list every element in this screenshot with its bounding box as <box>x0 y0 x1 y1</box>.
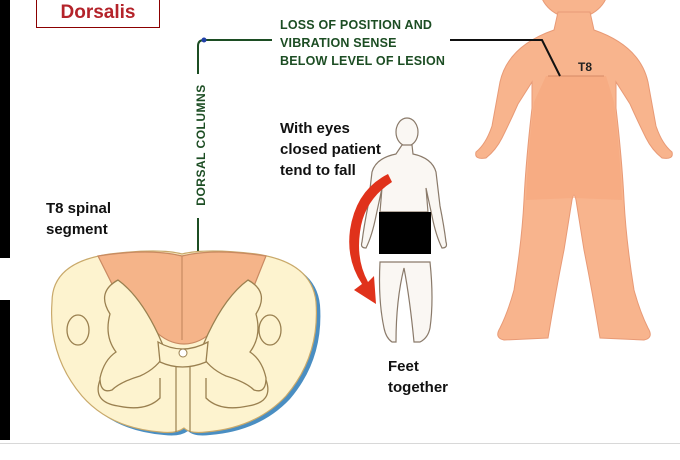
ventral-horn-left-outline <box>97 378 161 409</box>
level-label: T8 <box>578 60 593 74</box>
curved-fall-arrow <box>349 174 392 304</box>
gray-matter-left <box>99 279 167 392</box>
dorsal-column-leader-line <box>197 39 272 74</box>
page-title: Dorsalis <box>36 0 160 28</box>
lesion-line-1: LOSS OF POSITION AND <box>280 18 433 32</box>
feet-line-2: together <box>388 379 448 396</box>
body-lower-region <box>526 75 622 200</box>
fall-description: With eyes closed patient tend to fall <box>280 118 381 181</box>
segment-label-line-2: segment <box>46 221 108 238</box>
left-edge-bar-bottom <box>0 300 10 440</box>
lateral-tract-left <box>66 314 90 346</box>
bottom-divider <box>0 443 680 444</box>
segment-label: T8 spinal segment <box>46 198 111 240</box>
lesion-line-3: BELOW LEVEL OF LESION <box>280 54 446 68</box>
feet-line-1: Feet <box>388 358 419 375</box>
gray-matter-right <box>199 279 267 392</box>
ventral-horn-right-outline <box>205 378 269 409</box>
lateral-tract-right <box>258 314 282 346</box>
lesion-leader-line <box>450 39 561 77</box>
central-canal <box>178 348 188 358</box>
ventral-fissure <box>175 366 191 432</box>
fall-line-2: closed patient <box>280 141 381 158</box>
fall-line-1: With eyes <box>280 120 350 137</box>
feet-description: Feet together <box>388 356 448 398</box>
spinal-cord-section <box>50 250 321 436</box>
left-edge-bar-top <box>0 0 10 258</box>
dorsal-columns-text: DORSAL COLUMNS <box>194 84 208 206</box>
lesion-line-2: VIBRATION SENSE <box>280 36 397 50</box>
lesion-description: LOSS OF POSITION AND VIBRATION SENSE BEL… <box>280 16 445 70</box>
leader-dot <box>201 37 207 43</box>
segment-label-line-1: T8 spinal <box>46 200 112 217</box>
fall-line-3: tend to fall <box>280 162 356 179</box>
figure-shorts <box>379 212 431 254</box>
